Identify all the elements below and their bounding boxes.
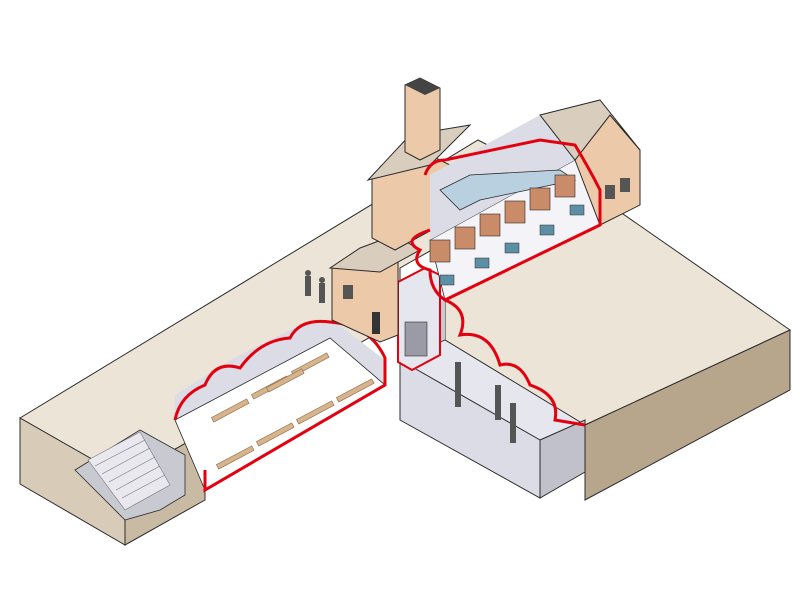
oven (554, 174, 576, 198)
chimney-top (405, 78, 440, 95)
shelter-benches (210, 352, 375, 470)
people (305, 270, 325, 303)
person-head (305, 270, 311, 276)
bench (335, 378, 375, 403)
person-head (319, 277, 325, 283)
basement-pillars (455, 362, 516, 443)
bench (215, 445, 255, 470)
machine (439, 274, 455, 286)
oven (479, 213, 501, 237)
building-cut-edge (410, 138, 602, 302)
right-ground-slab-side (584, 329, 791, 501)
basement-side-wall (539, 419, 586, 499)
window (605, 185, 615, 199)
oven (429, 239, 451, 263)
stair-steps (94, 439, 166, 499)
door (372, 312, 380, 334)
window (343, 285, 353, 299)
machine (539, 224, 555, 236)
pillar (495, 385, 501, 420)
bench (265, 368, 305, 393)
person-body (319, 283, 325, 303)
bench (255, 422, 295, 447)
basement-cut-edge (444, 298, 586, 427)
machine (474, 257, 490, 269)
ovens (429, 174, 576, 263)
machine (504, 242, 520, 254)
pillar (510, 403, 516, 443)
elevator-car (404, 321, 428, 357)
person-body (305, 276, 311, 296)
machine (569, 204, 585, 216)
window (620, 178, 630, 192)
oven (504, 200, 526, 224)
bench (295, 400, 335, 425)
machines (439, 204, 585, 286)
oven (454, 226, 476, 250)
pillar (455, 362, 461, 407)
bench (210, 398, 250, 423)
oven (529, 187, 551, 211)
